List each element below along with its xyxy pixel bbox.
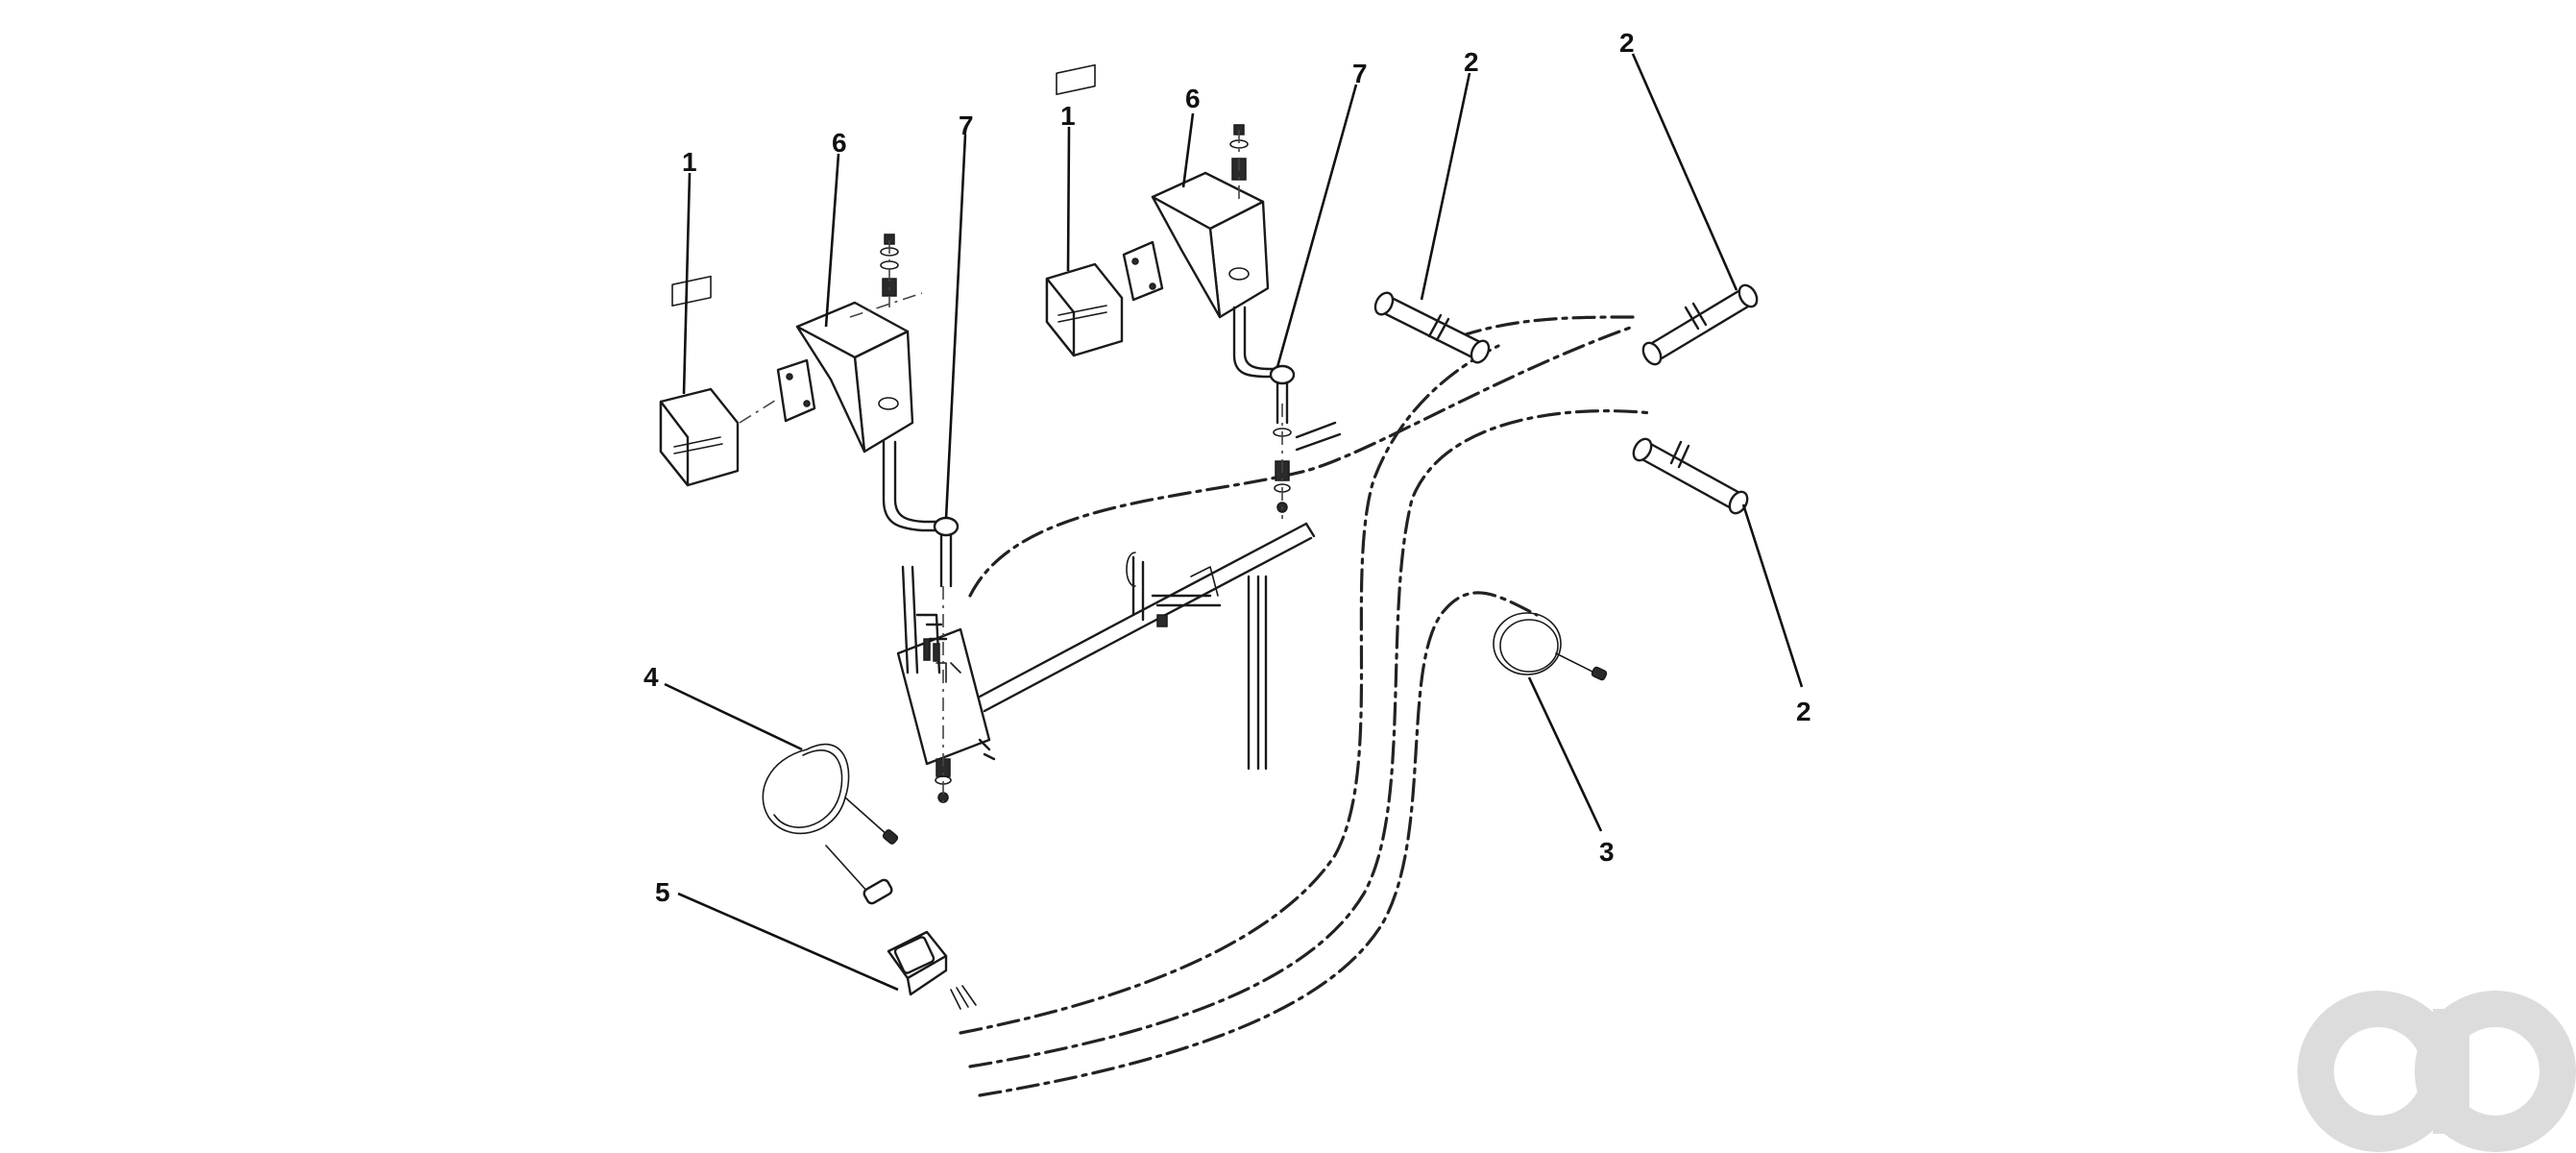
bracket-left bbox=[795, 292, 923, 454]
callout-bracket-left: 6 bbox=[832, 128, 847, 158]
mounting-frame-left bbox=[896, 565, 1140, 807]
mount-post-right bbox=[1232, 306, 1342, 519]
callout-load-cell-lower: 2 bbox=[1796, 697, 1811, 726]
callout-numbers: 1 6 7 1 6 7 2 2 2 3 4 5 bbox=[644, 28, 1811, 907]
callout-cable-3: 3 bbox=[1599, 837, 1615, 867]
mount-plate-left bbox=[739, 358, 816, 424]
callout-mount-right: 7 bbox=[1352, 59, 1368, 88]
callout-bracket-right: 6 bbox=[1185, 84, 1201, 113]
mount-post-left bbox=[882, 440, 960, 588]
display-unit-left bbox=[659, 275, 740, 487]
cable-coil-4 bbox=[762, 743, 899, 905]
callout-display-right: 1 bbox=[1060, 101, 1076, 131]
callout-display-left: 1 bbox=[682, 147, 697, 177]
connector-box-5 bbox=[887, 930, 977, 1010]
leader-lines bbox=[664, 53, 1804, 992]
display-unit-right bbox=[1045, 63, 1124, 357]
callout-load-cell-far: 2 bbox=[1619, 28, 1635, 58]
bracket-right bbox=[1151, 171, 1270, 319]
cable-harness bbox=[959, 315, 1654, 1097]
load-cell-lower bbox=[1632, 437, 1749, 515]
callout-cable-4: 4 bbox=[644, 662, 659, 692]
load-cell-far bbox=[1641, 283, 1759, 366]
load-cell-upper bbox=[1373, 291, 1491, 364]
callout-mount-left: 7 bbox=[959, 110, 974, 140]
cable-coil-3 bbox=[1493, 612, 1608, 681]
ao-logo-icon bbox=[2297, 991, 2576, 1152]
callout-load-cell-upper: 2 bbox=[1464, 47, 1479, 77]
screw-stack-right bbox=[1229, 124, 1249, 202]
mounting-frame-right bbox=[1126, 522, 1316, 771]
callout-connector-5: 5 bbox=[655, 877, 670, 907]
screw-stack-left bbox=[880, 233, 899, 307]
mount-plate-right bbox=[1122, 240, 1164, 302]
